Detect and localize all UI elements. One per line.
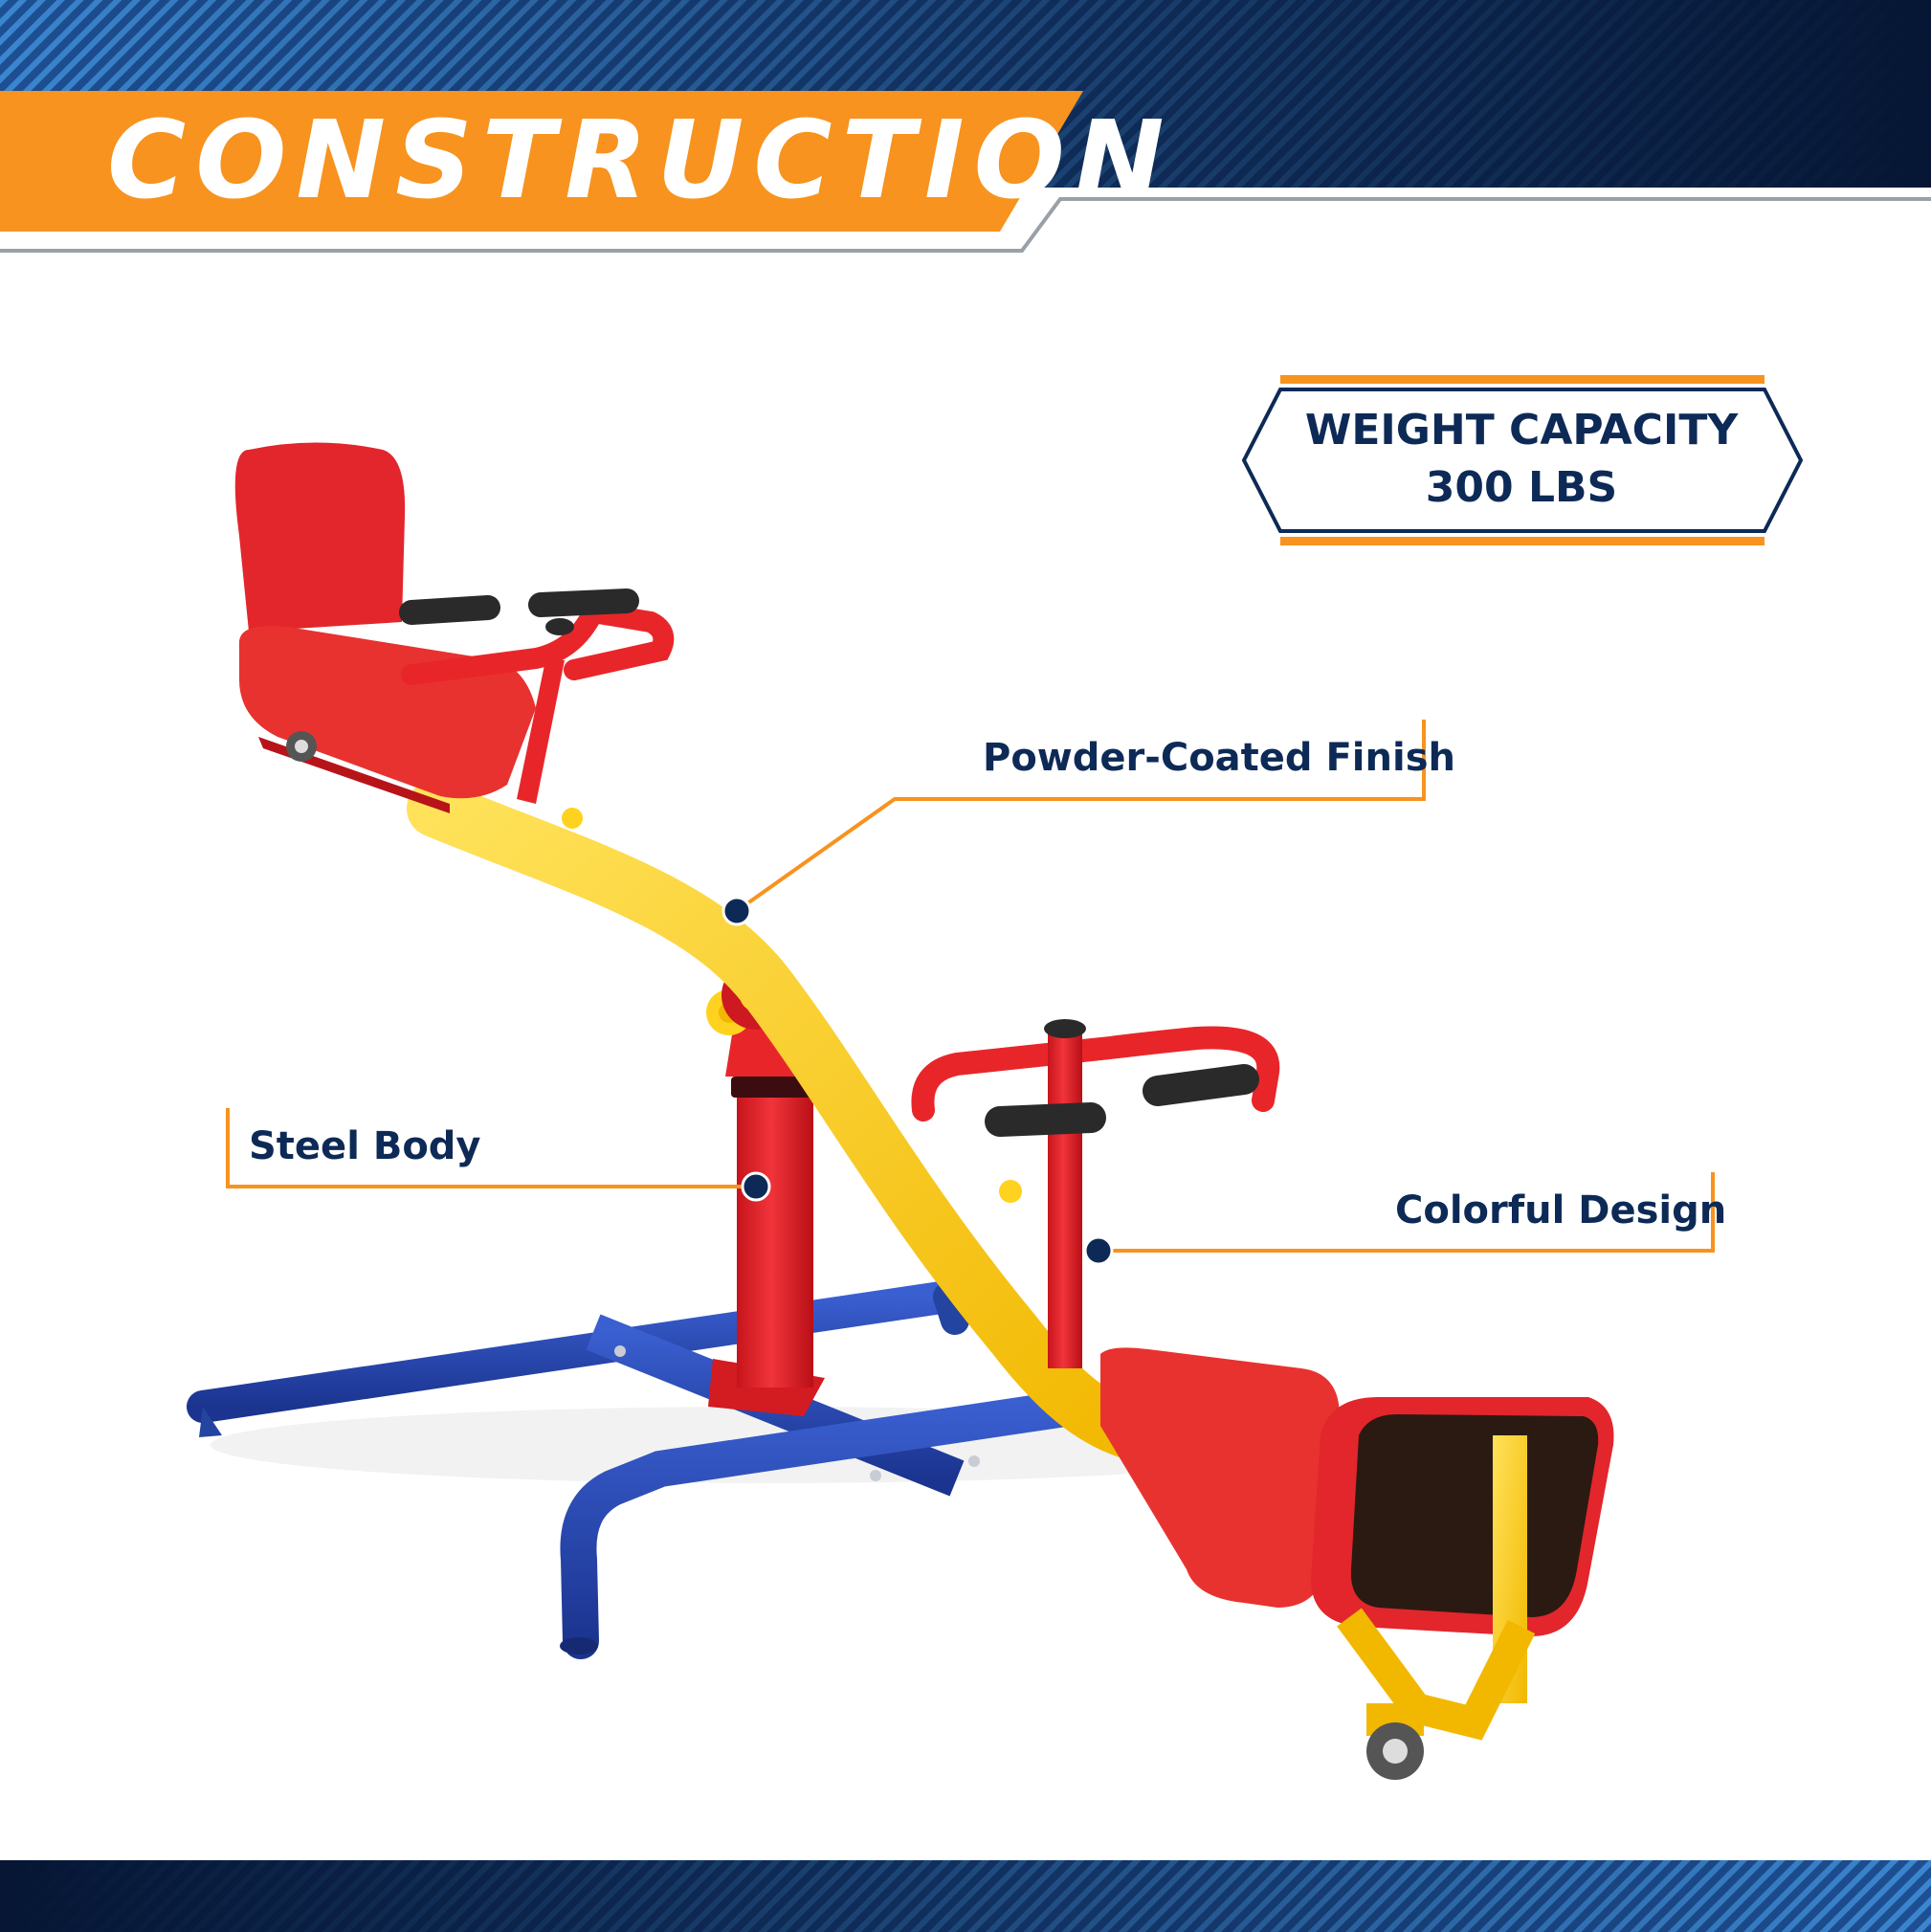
weight-capacity-value: 300 LBS [1425, 463, 1618, 512]
weight-capacity-badge [1241, 375, 1804, 545]
callout-colorful-design: Colorful Design [1395, 1188, 1727, 1232]
far-seat [234, 442, 675, 813]
weight-capacity-label: WEIGHT CAPACITY [1304, 406, 1739, 455]
callout-steel-body: Steel Body [249, 1124, 481, 1168]
seesaw-product-image [187, 442, 1614, 1780]
callout-powder-coated-finish: Powder-Coated Finish [983, 736, 1455, 780]
callout-lines [226, 720, 1715, 1266]
blue-base-frame [187, 1280, 1128, 1659]
header-band [0, 0, 1931, 264]
near-seat [911, 1019, 1614, 1780]
footer-band [0, 1860, 1931, 1932]
weight-capacity-text: WEIGHT CAPACITY 300 LBS [1244, 402, 1799, 517]
page-title: CONSTRUCTION [107, 99, 1174, 223]
yellow-curved-beam [407, 780, 1177, 1464]
